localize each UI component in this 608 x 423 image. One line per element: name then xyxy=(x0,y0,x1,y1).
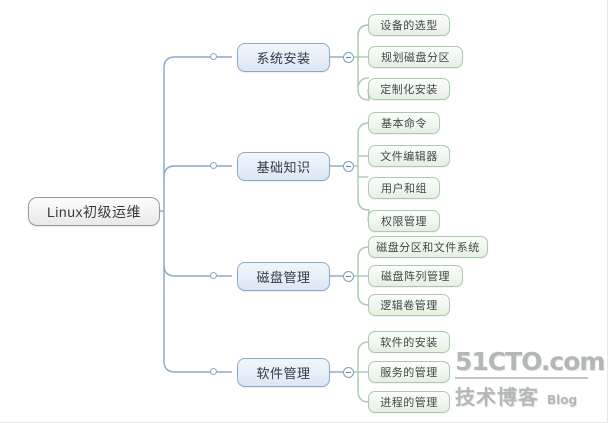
branch-label: 基础知识 xyxy=(256,160,311,175)
leaf-node[interactable]: 权限管理 xyxy=(368,210,440,232)
leaf-node[interactable]: 软件的安装 xyxy=(368,331,450,353)
leaf-label: 逻辑卷管理 xyxy=(380,300,438,312)
branch-node-system-install[interactable]: 系统安装 xyxy=(237,43,330,72)
leaf-label: 进程的管理 xyxy=(380,397,438,409)
branch-node-software-management[interactable]: 软件管理 xyxy=(237,358,330,387)
watermark-site-name: 51CTO.com xyxy=(455,347,605,376)
leaf-label: 规划磁盘分区 xyxy=(381,52,450,64)
leaf-label: 磁盘阵列管理 xyxy=(381,271,450,283)
branch-label: 磁盘管理 xyxy=(256,270,311,285)
leaf-label: 软件的安装 xyxy=(380,337,438,349)
leaf-label: 设备的选型 xyxy=(380,20,438,32)
connector-dot xyxy=(210,272,217,279)
leaf-label: 磁盘分区和文件系统 xyxy=(376,242,480,254)
leaf-node[interactable]: 定制化安装 xyxy=(368,78,450,100)
collapse-toggle-disk-management[interactable] xyxy=(343,271,354,282)
watermark-subtitle: 技术博客 xyxy=(455,385,539,409)
leaf-label: 用户和组 xyxy=(381,183,427,195)
leaf-node[interactable]: 规划磁盘分区 xyxy=(368,46,463,68)
branch-label: 软件管理 xyxy=(256,366,311,381)
leaf-node[interactable]: 用户和组 xyxy=(368,177,440,199)
leaf-node[interactable]: 服务的管理 xyxy=(368,361,450,383)
leaf-node[interactable]: 磁盘分区和文件系统 xyxy=(368,236,488,258)
collapse-toggle-system-install[interactable] xyxy=(343,52,354,63)
connector-dot xyxy=(210,53,217,60)
branch-node-basics[interactable]: 基础知识 xyxy=(237,152,330,181)
collapse-toggle-basics[interactable] xyxy=(343,161,354,172)
leaf-node[interactable]: 基本命令 xyxy=(368,112,440,134)
leaf-label: 服务的管理 xyxy=(380,367,438,379)
leaf-label: 基本命令 xyxy=(381,118,427,130)
leaf-node[interactable]: 逻辑卷管理 xyxy=(368,294,450,316)
connector-dot xyxy=(210,162,217,169)
leaf-label: 权限管理 xyxy=(381,216,427,228)
collapse-toggle-software-management[interactable] xyxy=(343,367,354,378)
leaf-label: 文件编辑器 xyxy=(380,151,438,163)
root-label: Linux初级运维 xyxy=(47,203,141,220)
watermark-divider xyxy=(455,377,588,379)
watermark-blog-label: Blog xyxy=(547,393,578,407)
leaf-node[interactable]: 进程的管理 xyxy=(368,391,450,413)
leaf-node[interactable]: 磁盘阵列管理 xyxy=(368,265,463,287)
leaf-label: 定制化安装 xyxy=(380,84,438,96)
watermark: 51CTO.com 技术博客 Blog xyxy=(455,347,605,410)
mindmap-root-node[interactable]: Linux初级运维 xyxy=(28,197,160,226)
branch-label: 系统安装 xyxy=(256,51,311,66)
branch-node-disk-management[interactable]: 磁盘管理 xyxy=(237,262,330,291)
leaf-node[interactable]: 文件编辑器 xyxy=(368,145,450,167)
connector-dot xyxy=(210,368,217,375)
leaf-node[interactable]: 设备的选型 xyxy=(368,14,450,36)
